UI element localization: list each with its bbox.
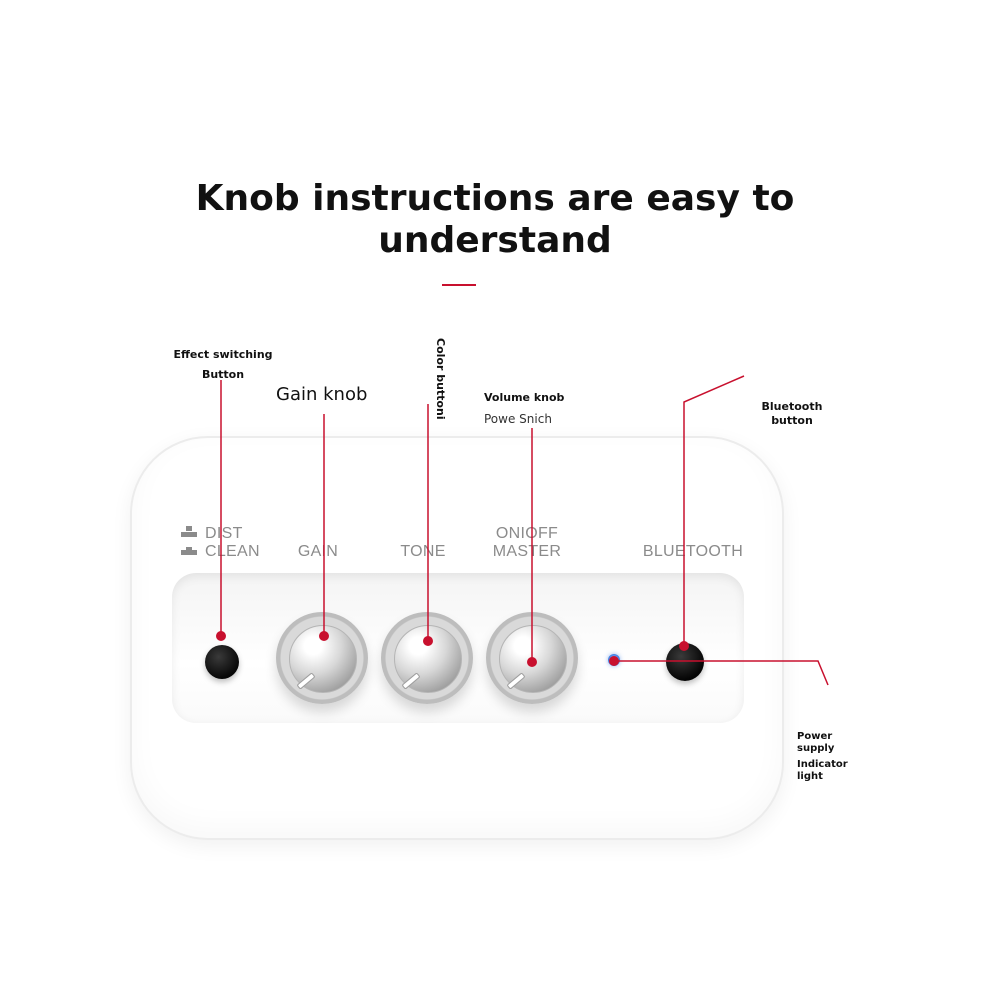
- label-onoff: ONIOFF: [495, 525, 559, 542]
- callout-power-line-3: Indicator light: [797, 759, 848, 782]
- callout-effect-switching-button: Effect switching Button: [168, 348, 278, 382]
- callout-color-button: Color buttoni: [434, 338, 447, 420]
- label-master: MASTER: [492, 543, 562, 560]
- tone-knob[interactable]: [381, 612, 473, 704]
- callout-effect-line-2: Button: [201, 368, 245, 381]
- page-headline: Knob instructions are easy to understand: [0, 178, 990, 262]
- callout-power-line-2: supply: [797, 743, 835, 754]
- label-bluetooth: BLUETOOTH: [642, 543, 744, 560]
- callout-volume-knob: Volume knob Powe Snich: [484, 391, 564, 426]
- label-onoff-master: ONIOFF MASTER: [468, 525, 586, 561]
- pedal-pressed-icon: [181, 547, 197, 555]
- label-gain: GAIN: [297, 543, 339, 560]
- label-clean: CLEAN: [205, 543, 260, 560]
- knob-icon: [394, 625, 462, 693]
- callout-gain-knob: Gain knob: [276, 384, 368, 405]
- knob-icon: [499, 625, 567, 693]
- label-tone: TONE: [400, 543, 446, 560]
- title-underline: [442, 284, 476, 286]
- callout-volume-line-1: Volume knob: [484, 391, 565, 404]
- pedal-raised-icon: [181, 526, 197, 537]
- master-volume-knob[interactable]: [486, 612, 578, 704]
- callout-effect-line-1: Effect switching: [173, 348, 273, 361]
- callout-bluetooth-line-2: button: [771, 414, 813, 427]
- label-dist: DIST: [205, 525, 243, 542]
- callout-power-indicator: Power supply Indicator light: [797, 731, 877, 783]
- headline-line-1: Knob instructions are easy to: [195, 178, 795, 219]
- callout-bluetooth-line-1: Bluetooth: [761, 400, 823, 413]
- gain-knob[interactable]: [276, 612, 368, 704]
- effect-switch-button[interactable]: [205, 645, 239, 679]
- bluetooth-button[interactable]: [666, 643, 704, 681]
- knob-icon: [289, 625, 357, 693]
- callout-power-line-1: Power: [797, 731, 833, 742]
- callout-bluetooth-button: Bluetooth button: [748, 400, 836, 428]
- led-indicator-icon: [608, 654, 620, 666]
- callout-volume-line-2: Powe Snich: [484, 412, 552, 426]
- headline-line-2: understand: [378, 220, 612, 261]
